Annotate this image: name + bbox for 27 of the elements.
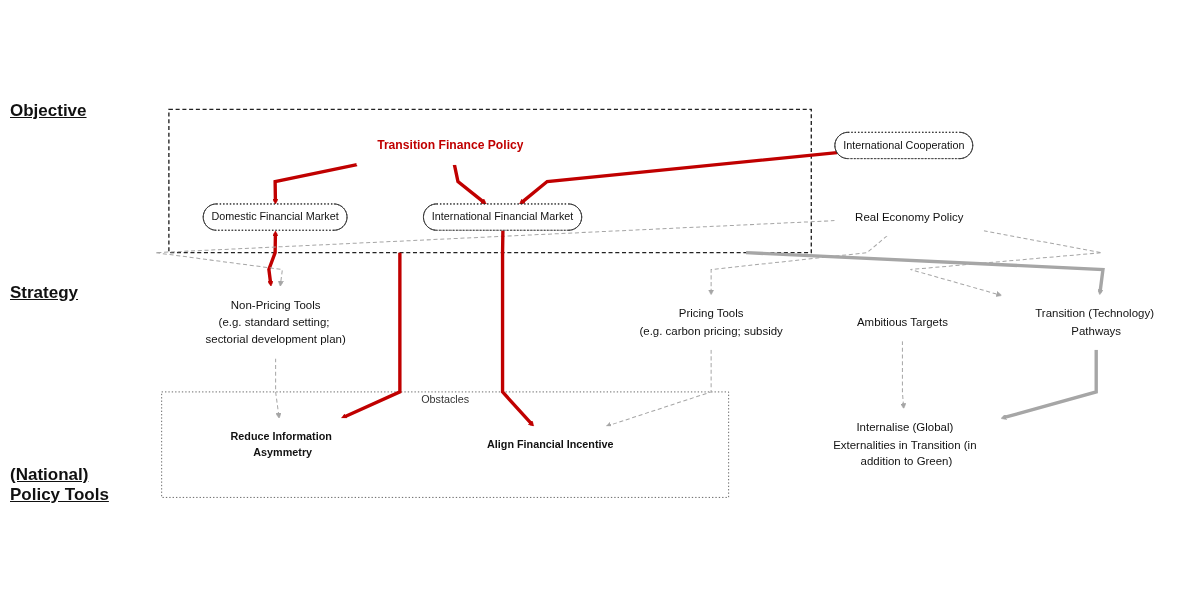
- arrow: [1000, 349, 1098, 420]
- arrow: [909, 229, 1103, 297]
- node-text: Ambitious Targets: [856, 315, 948, 329]
- cluster: [168, 108, 812, 253]
- arrow: [708, 234, 888, 295]
- node-text: Pricing Tools (e.g. carbon pricing; subsidy: [639, 306, 783, 337]
- node-text: Align Financial Incentive: [487, 438, 614, 450]
- arrow: [519, 150, 838, 205]
- row-label: Strategy: [10, 283, 80, 303]
- row-label: (National) Policy Tools: [10, 465, 110, 505]
- arrow: [900, 340, 907, 409]
- arrow: [272, 162, 358, 205]
- arrow: [340, 252, 402, 419]
- node-text: Transition Finance Policy: [377, 137, 524, 152]
- arrow: [267, 230, 279, 287]
- node-text: Non-Pricing Tools (e.g. standard setting; sectorial development plan): [205, 298, 346, 346]
- arrow: [452, 163, 487, 205]
- arrow: [745, 250, 1105, 295]
- node-text: Transition (Technology) Pathways: [1035, 306, 1154, 337]
- row-label: Objective: [10, 101, 88, 121]
- arrow: [605, 348, 712, 428]
- node-text: Internalise (Global) Externalities in Transition (in addition to Green): [833, 420, 977, 468]
- arrow: [500, 230, 535, 427]
- node-text: Reduce Information Asymmetry: [230, 430, 332, 458]
- arrow: [154, 219, 836, 287]
- arrow: [275, 357, 282, 419]
- node-text: Real Economy Policy: [855, 210, 964, 223]
